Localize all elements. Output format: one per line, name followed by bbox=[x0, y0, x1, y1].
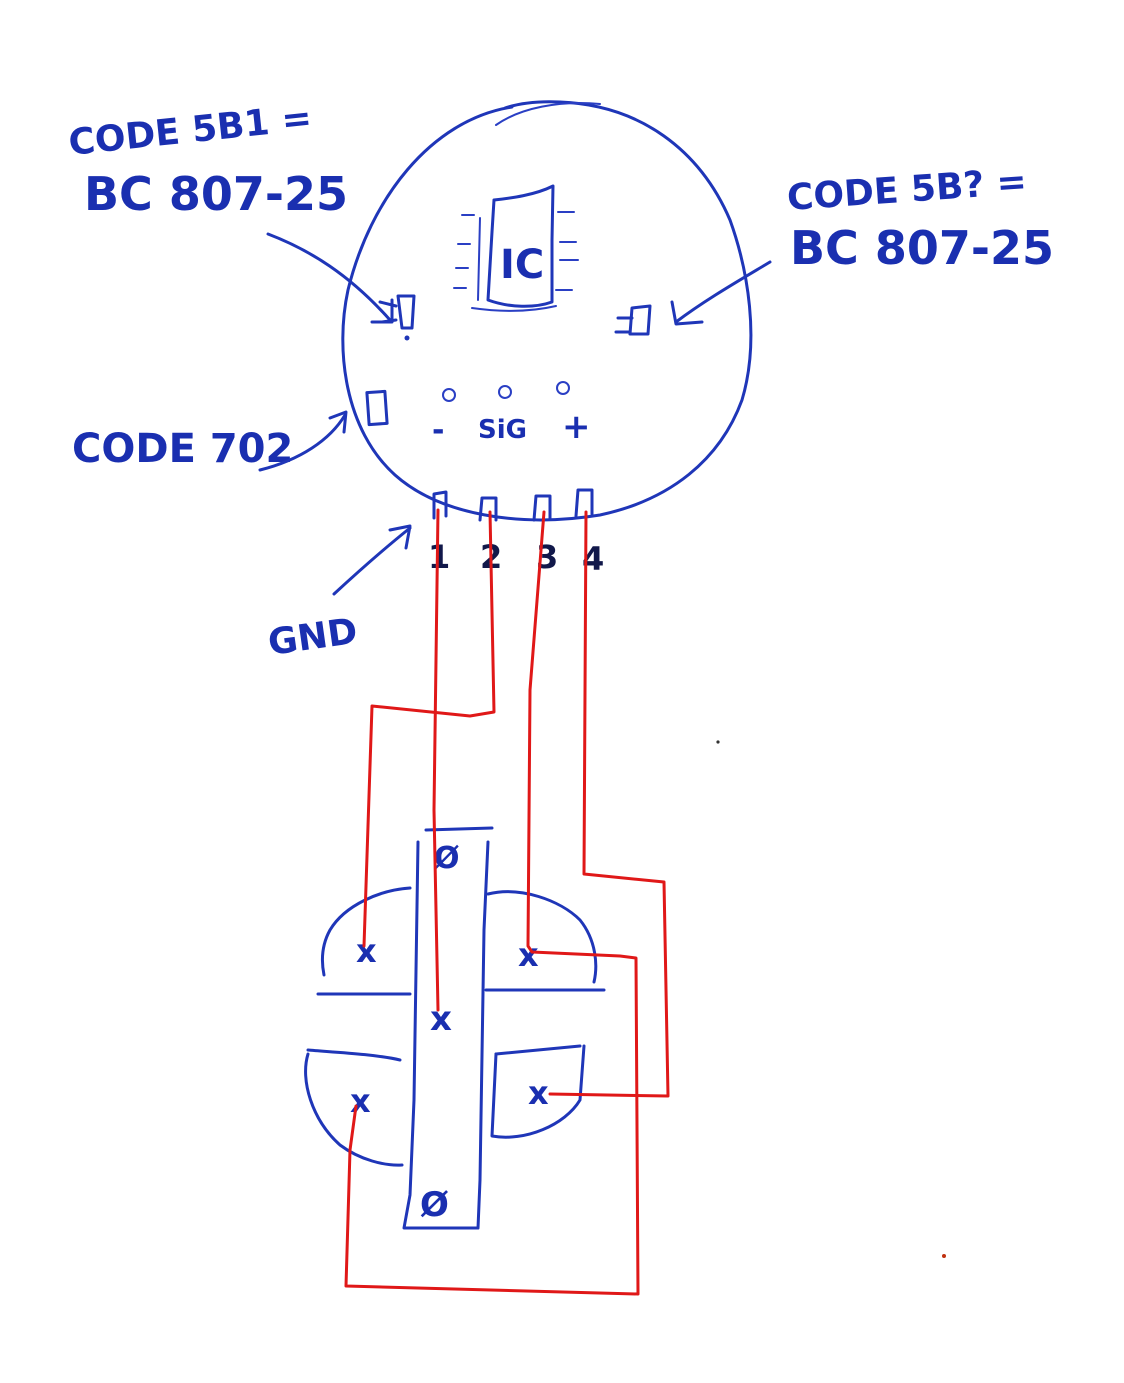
label-right-part: BC 807-25 bbox=[790, 221, 1054, 275]
diode-702-pad bbox=[365, 389, 389, 427]
quadrant-cross-bottom-right: x bbox=[528, 1074, 549, 1112]
header-pads: - SiG + bbox=[432, 381, 591, 448]
transistor-5b1 bbox=[378, 294, 416, 341]
board-outline bbox=[341, 100, 753, 522]
ic-label: IC bbox=[500, 242, 544, 288]
label-right-code: CODE 5B? = bbox=[786, 161, 1028, 219]
quadrant-cross-bottom-left: x bbox=[350, 1082, 371, 1120]
wire-pin-3 bbox=[344, 510, 640, 1296]
label-left-part: BC 807-25 bbox=[84, 167, 348, 221]
edge-pads bbox=[432, 488, 594, 522]
pad-minus-label: - bbox=[432, 413, 444, 448]
pad-plus-label: + bbox=[562, 407, 591, 447]
wire-pin-2 bbox=[362, 510, 496, 948]
connector-body: Ø Ø x x x x x bbox=[304, 826, 606, 1230]
transistor-5b-right bbox=[614, 304, 652, 336]
connector-top-mark: Ø bbox=[434, 841, 460, 876]
pad-sig-label: SiG bbox=[478, 415, 527, 445]
arrow-to-diode bbox=[258, 410, 348, 472]
red-wiring bbox=[344, 508, 670, 1296]
arrow-to-right-transistor bbox=[670, 260, 772, 326]
label-gnd: GND bbox=[266, 611, 360, 664]
wire-pin-4 bbox=[548, 510, 670, 1098]
pin-number-4: 4 bbox=[582, 540, 604, 578]
connector-bottom-mark: Ø bbox=[420, 1185, 449, 1225]
wire-pin-1 bbox=[432, 508, 440, 1012]
label-diode-code: CODE 702 bbox=[72, 426, 293, 472]
quadrant-cross-top-left: x bbox=[356, 932, 377, 970]
pin-numbers: 1 2 3 4 bbox=[428, 538, 604, 578]
label-left-code: CODE 5B1 = bbox=[67, 98, 314, 164]
pin-number-1: 1 bbox=[428, 538, 450, 576]
arrow-to-gnd-pin bbox=[332, 524, 412, 596]
quadrant-cross-top-right: x bbox=[518, 936, 539, 974]
board-outline-overlap bbox=[495, 101, 601, 126]
ic-chip: IC bbox=[453, 184, 579, 312]
connector-center-cross: x bbox=[430, 999, 452, 1039]
arrow-to-left-transistor bbox=[266, 232, 394, 324]
